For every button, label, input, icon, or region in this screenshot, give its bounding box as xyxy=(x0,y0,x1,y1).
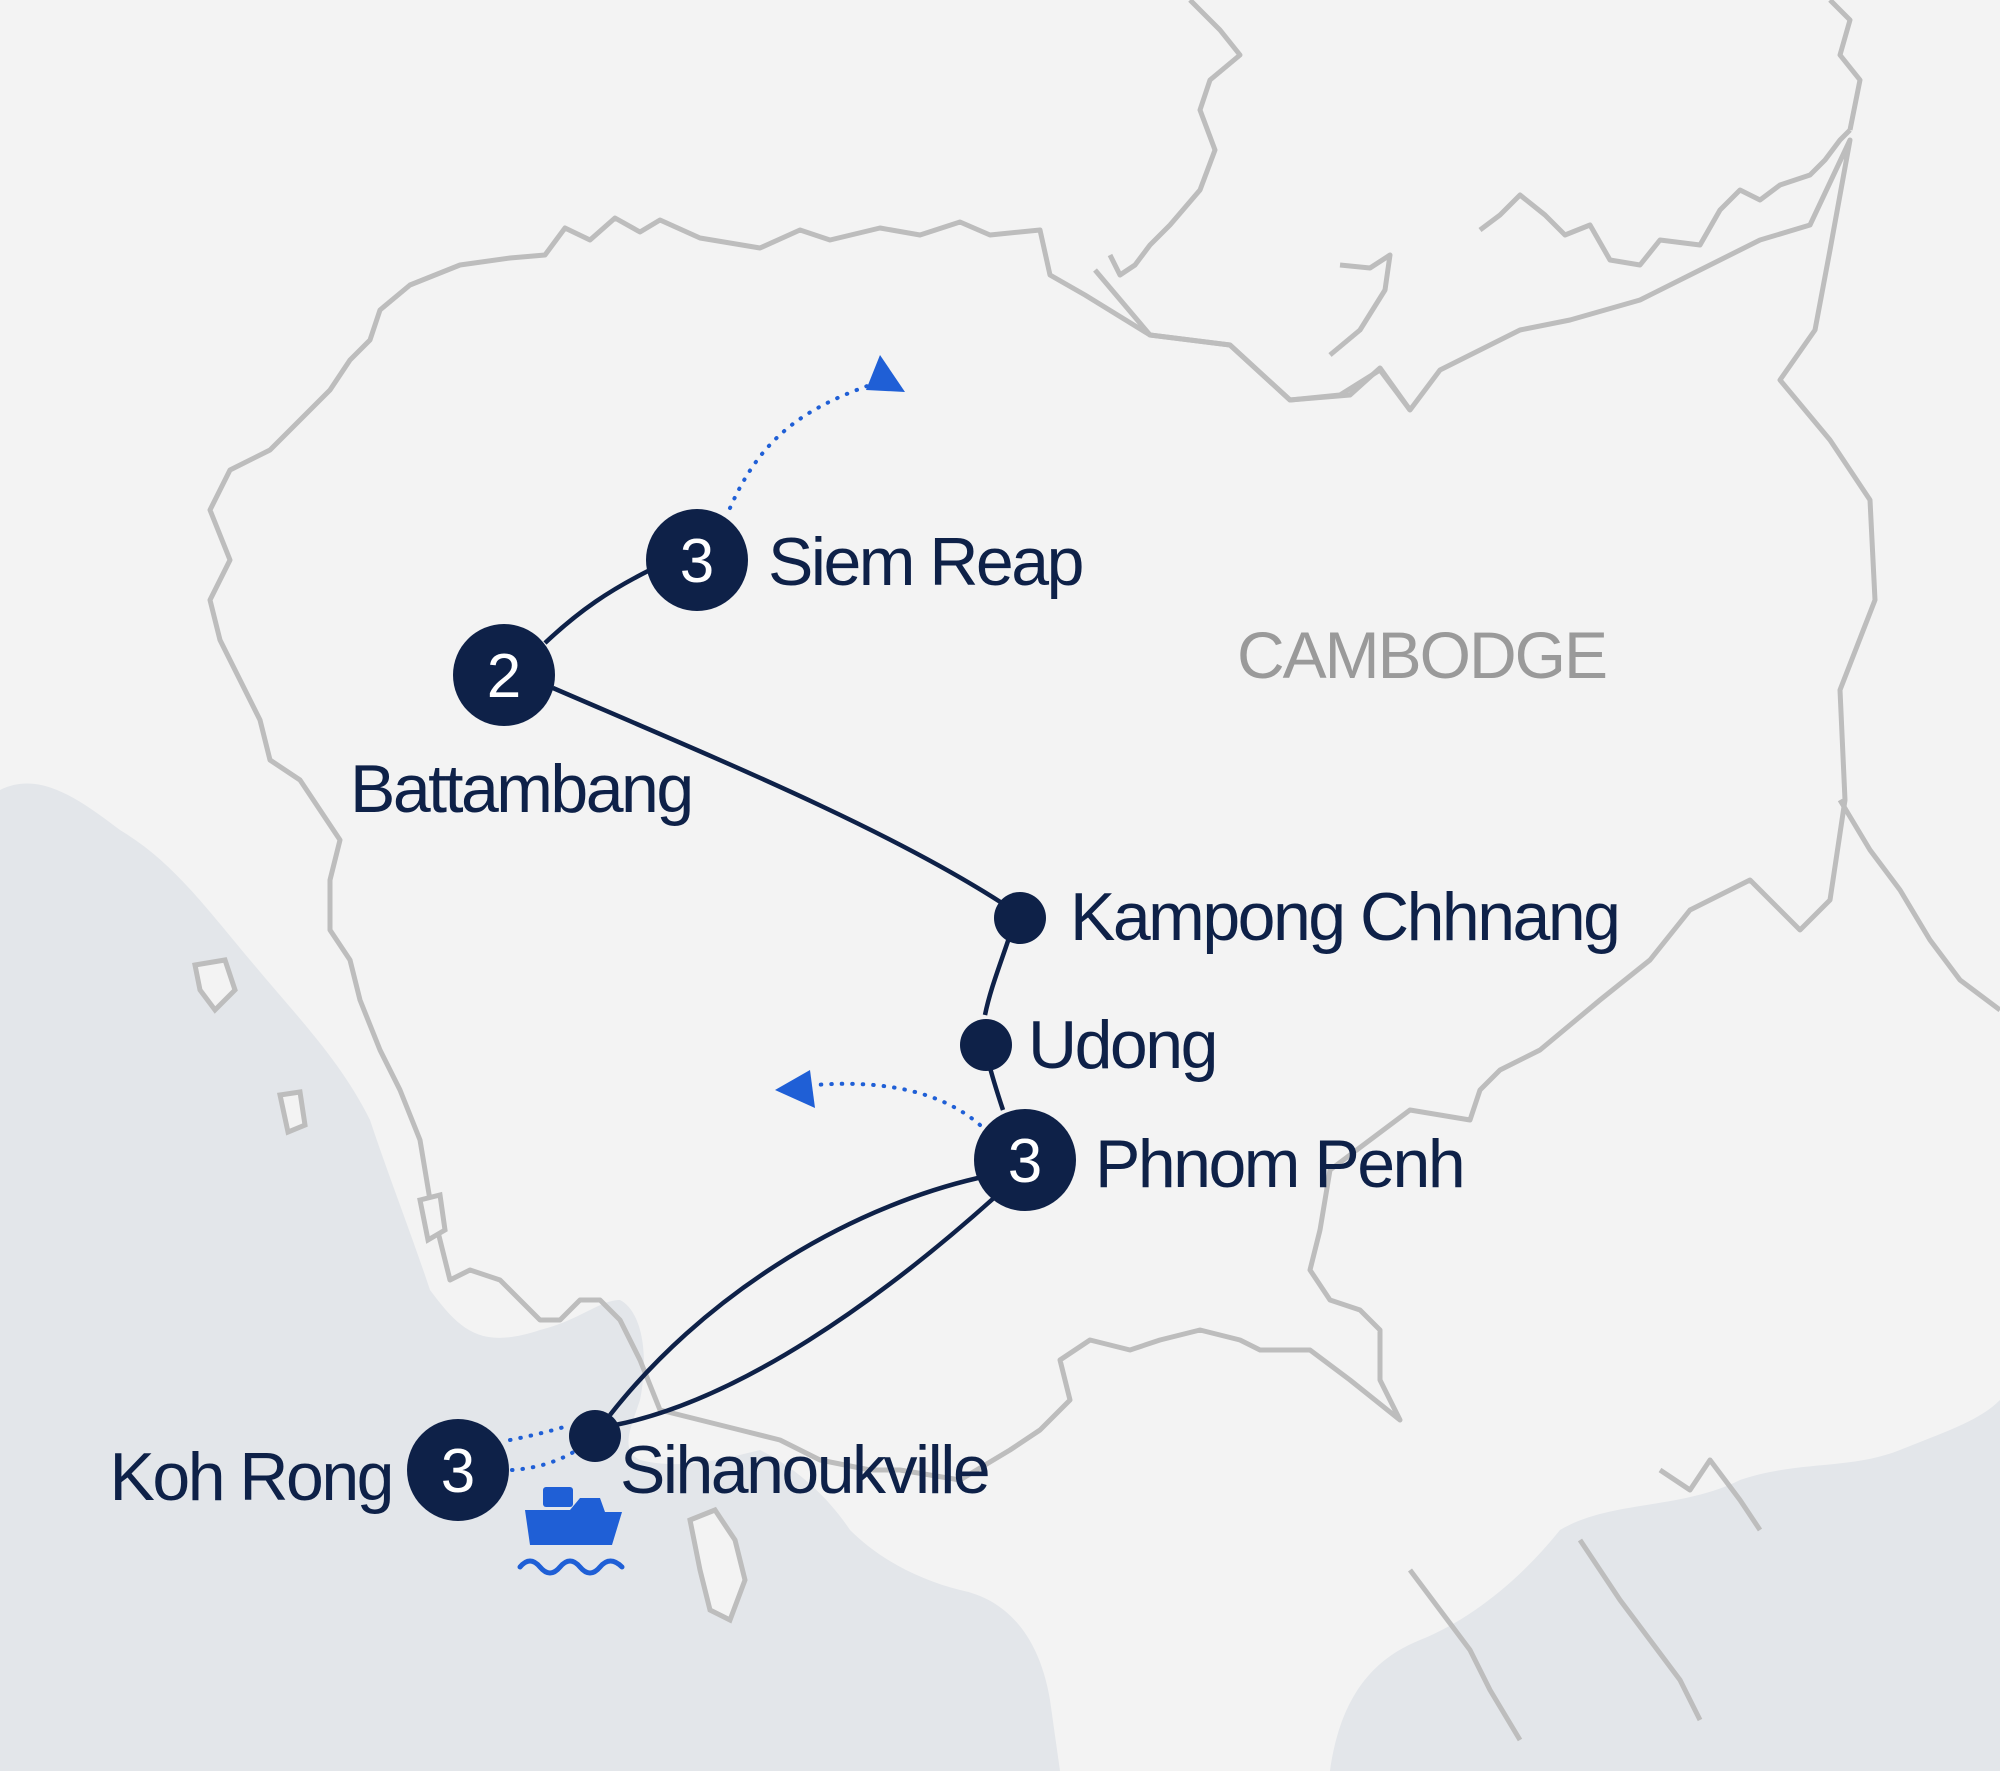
stop-marker xyxy=(569,1410,621,1462)
stop-label: Battambang xyxy=(350,751,692,827)
excursion-siem-reap xyxy=(728,383,872,510)
stop-sihanoukville[interactable]: Sihanoukville xyxy=(569,1410,991,1508)
route-phnom-penh-sihanoukville-a xyxy=(608,1175,979,1417)
stop-label: Phnom Penh xyxy=(1095,1126,1463,1202)
stop-udong[interactable]: Udong xyxy=(960,1007,1218,1083)
excursion-arrow-icon xyxy=(775,1070,815,1108)
excursion-lines xyxy=(508,383,982,1472)
stop-koh-rong[interactable]: 3 Koh Rong xyxy=(110,1419,509,1521)
stop-phnom-penh[interactable]: 3 Phnom Penh xyxy=(974,1109,1466,1211)
stop-marker xyxy=(994,892,1046,944)
neighbour-border-south xyxy=(1408,798,2000,1742)
stop-marker xyxy=(407,1419,509,1521)
stop-marker xyxy=(960,1019,1012,1071)
stop-battambang[interactable]: 2 Battambang xyxy=(350,624,694,827)
route-phnom-penh-sihanoukville-b xyxy=(614,1195,997,1428)
stop-nights-badge: 3 xyxy=(1008,1127,1042,1196)
stop-label: Kampong Chhnang xyxy=(1070,879,1619,955)
stop-nights-badge: 3 xyxy=(680,527,714,596)
stop-kampong-chhnang[interactable]: Kampong Chhnang xyxy=(994,879,1621,955)
sea-area-west xyxy=(0,783,1060,1771)
island xyxy=(276,1089,308,1136)
stop-nights-badge: 3 xyxy=(441,1437,475,1506)
stop-siem-reap[interactable]: 3 Siem Reap xyxy=(646,509,1084,611)
island xyxy=(192,957,238,1014)
route-lines xyxy=(543,567,1013,1428)
country-label: CAMBODGE xyxy=(1237,618,1606,692)
stop-label: Udong xyxy=(1028,1007,1216,1083)
boat-icon xyxy=(517,1487,625,1576)
stop-marker xyxy=(974,1109,1076,1211)
stop-nights-badge: 2 xyxy=(487,642,521,711)
stop-label: Sihanoukville xyxy=(620,1432,988,1508)
island xyxy=(417,1191,448,1244)
route-battambang-siem-reap xyxy=(543,567,652,645)
island xyxy=(687,1506,748,1624)
route-battambang-kampong-chhnang xyxy=(552,685,1007,907)
stop-marker xyxy=(453,624,555,726)
stop-marker xyxy=(646,509,748,611)
neighbour-border-north xyxy=(1093,0,1863,412)
sea-area-southeast xyxy=(1330,1400,2000,1771)
stop-label: Siem Reap xyxy=(768,524,1082,600)
route-kampong-chhnang-udong xyxy=(982,934,1013,1016)
stop-label: Koh Rong xyxy=(110,1439,392,1515)
excursion-arrow-icon xyxy=(866,355,905,392)
